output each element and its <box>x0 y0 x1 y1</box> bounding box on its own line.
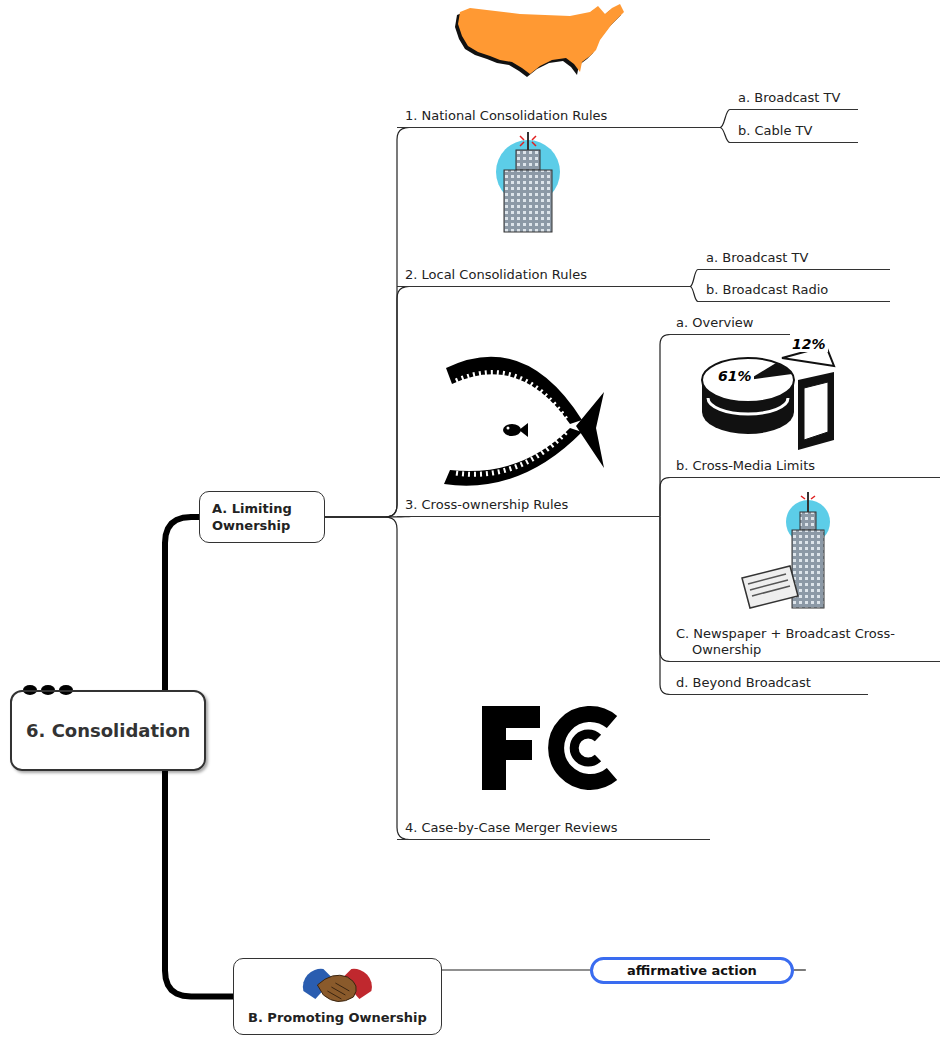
topic-text: 6. Consolidation <box>26 720 190 741</box>
central-topic: 6. Consolidation <box>10 690 206 771</box>
leaf-topic: b. Cross-Media Limits <box>668 458 940 478</box>
subtopic: 4. Case-by-Case Merger Reviews <box>397 820 710 840</box>
leaf-topic: a. Broadcast TV <box>730 90 858 110</box>
topic-text: 1. National Consolidation Rules <box>405 108 712 124</box>
topic-text: b. Cable TV <box>738 123 850 139</box>
newspaper-broadcast-icon <box>742 492 830 608</box>
pie-percent-label: 61% <box>716 368 754 384</box>
topic-text: C. Newspaper + Broadcast Cross-Ownership <box>692 626 932 658</box>
branch-line <box>690 287 698 302</box>
leaf-topic: b. Cable TV <box>730 123 858 143</box>
leaf-topic: a. Overview <box>668 315 790 335</box>
subtopic: 3. Cross-ownership Rules <box>397 497 660 517</box>
topic-text: 2. Local Consolidation Rules <box>405 267 682 283</box>
topic-text: d. Beyond Broadcast <box>676 675 860 691</box>
leaf-topic: a. Broadcast TV <box>698 250 890 270</box>
branch-line <box>325 287 411 518</box>
topic-text: a. Broadcast TV <box>706 250 882 266</box>
main-branch <box>165 517 199 690</box>
branch-line <box>325 128 411 518</box>
topic-text: A. Limiting Ownership <box>212 500 312 534</box>
topic-text: affirmative action <box>627 963 757 978</box>
branch-line <box>660 517 682 695</box>
handshake-icon <box>303 969 372 1002</box>
main-branch <box>165 771 233 997</box>
building-icon <box>496 132 560 232</box>
branch-line <box>442 969 590 970</box>
topic-text: b. Cross-Media Limits <box>676 458 932 474</box>
leaf-topic: C. Newspaper + Broadcast Cross-Ownership <box>668 626 940 662</box>
branch-line <box>660 478 682 517</box>
branch-line <box>720 110 730 128</box>
fish-icon <box>444 357 604 486</box>
subtopic: 1. National Consolidation Rules <box>397 108 720 128</box>
topic-text: b. Broadcast Radio <box>706 282 882 298</box>
pie-chart-icon <box>702 346 834 450</box>
branch-stub <box>794 969 806 970</box>
main-topic-box: A. Limiting Ownership <box>199 491 325 543</box>
topic-text: 4. Case-by-Case Merger Reviews <box>405 820 702 836</box>
topic-text: B. Promoting Ownership <box>248 1009 427 1026</box>
branch-line <box>660 335 682 517</box>
us-map-icon <box>455 4 624 77</box>
pie-percent-label: 12% <box>790 336 828 352</box>
leaf-topic: d. Beyond Broadcast <box>668 675 868 695</box>
branch-line <box>720 128 730 143</box>
branch-line <box>690 270 698 287</box>
topic-text: a. Broadcast TV <box>738 90 850 106</box>
subtopic: 2. Local Consolidation Rules <box>397 267 690 287</box>
tag-pill: affirmative action <box>590 957 794 984</box>
topic-text: a. Overview <box>676 315 782 331</box>
fcc-logo <box>482 706 612 790</box>
leaf-topic: b. Broadcast Radio <box>698 282 890 302</box>
topic-text: 3. Cross-ownership Rules <box>405 497 652 513</box>
main-topic-box: B. Promoting Ownership <box>233 958 442 1035</box>
branch-line <box>325 517 411 840</box>
